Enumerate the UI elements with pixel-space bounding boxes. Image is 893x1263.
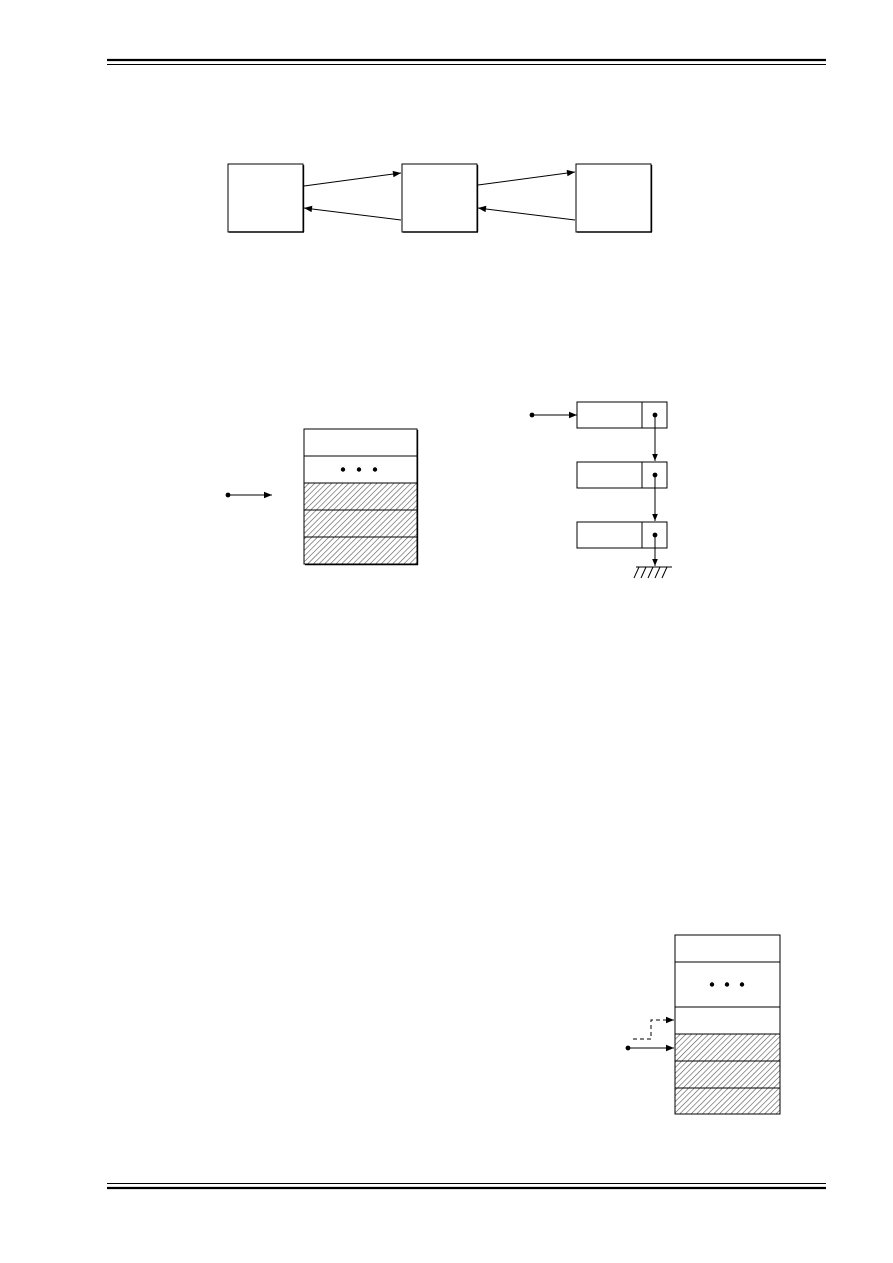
ellipsis-dot [724, 982, 730, 987]
stack-cell-filled [303, 536, 418, 565]
chain-arrow-2-to-1 [303, 205, 402, 221]
null-ground-icon [633, 566, 672, 579]
list-node-2 [576, 461, 668, 489]
ellipsis-dot [709, 982, 715, 987]
push-stack-cell-filled [674, 1087, 781, 1115]
figure-array-stack [225, 428, 419, 566]
stack-cell-empty [303, 428, 418, 457]
list-node-3 [576, 521, 668, 549]
stack-cell-ellipsis [303, 455, 418, 484]
stack-cell-filled [303, 482, 418, 511]
push-stack-cell-new [674, 1006, 781, 1035]
push-top-pointer [625, 1044, 674, 1052]
chain-arrow-1-to-2 [303, 170, 402, 187]
figure-linked-list [529, 401, 672, 579]
chain-box-3 [575, 163, 653, 233]
ellipsis-dot [356, 467, 362, 472]
list-head-pointer [529, 411, 577, 419]
footer-rule [107, 1183, 826, 1190]
list-node-1 [576, 401, 668, 429]
push-stack-cell-ellipsis [674, 961, 781, 1008]
push-dashed-pointer [633, 1016, 674, 1040]
chain-box-1 [227, 163, 305, 233]
push-stack-cell-filled [674, 1033, 781, 1062]
chain-arrow-2-to-3 [477, 169, 576, 186]
ellipsis-dot [372, 467, 378, 472]
stack-cell-filled [303, 509, 418, 538]
chain-arrow-3-to-2 [477, 205, 576, 221]
figure-array-stack-push [625, 934, 781, 1115]
push-stack-cell-filled [674, 1060, 781, 1089]
ellipsis-dot [340, 467, 346, 472]
header-rule [107, 58, 826, 65]
ellipsis-dot [739, 982, 745, 987]
push-stack-cell-empty [674, 934, 781, 963]
stack-top-pointer [225, 491, 272, 499]
figure-chain [227, 163, 653, 233]
chain-box-2 [401, 163, 479, 233]
